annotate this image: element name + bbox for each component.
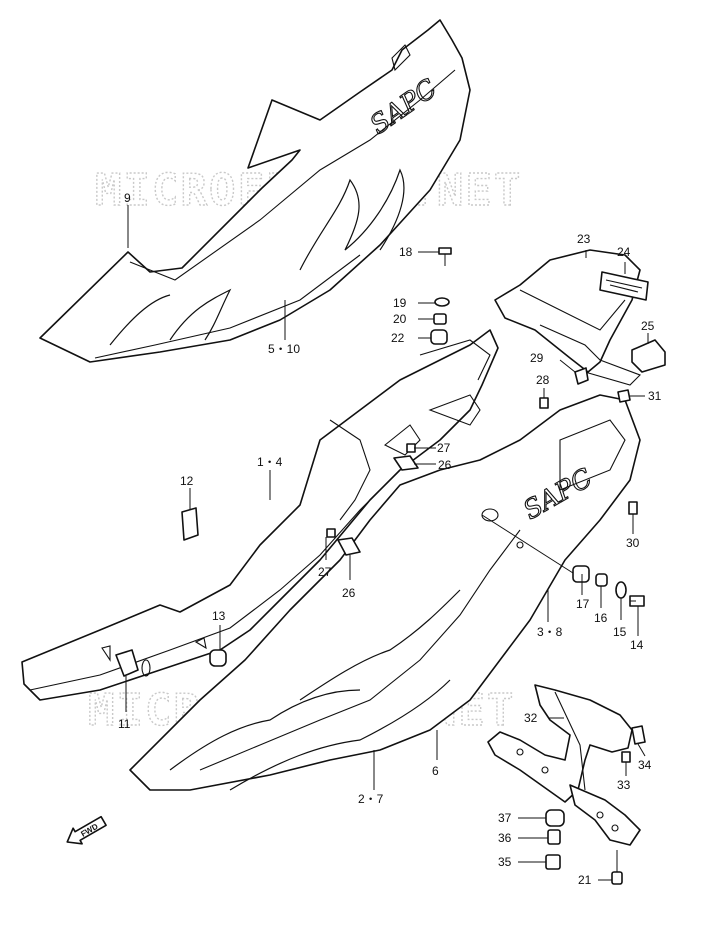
fasteners bbox=[101, 247, 646, 885]
callout-labels: 9 5・10 1・4 12 13 11 2・7 6 3・8 17 16 15 1… bbox=[118, 191, 662, 887]
callout-1-4: 1・4 bbox=[257, 455, 283, 469]
tail-cowl bbox=[494, 249, 641, 386]
leader-lines bbox=[125, 205, 649, 881]
callout-25: 25 bbox=[641, 319, 655, 333]
upper-side-cover: SAPC bbox=[39, 19, 471, 363]
callout-23: 23 bbox=[577, 232, 591, 246]
callout-12: 12 bbox=[180, 474, 194, 488]
callout-37: 37 bbox=[498, 811, 512, 825]
callout-33: 33 bbox=[617, 778, 631, 792]
callout-20: 20 bbox=[393, 312, 407, 326]
callout-2-7: 2・7 bbox=[358, 792, 384, 806]
callout-17: 17 bbox=[576, 597, 590, 611]
callout-16: 16 bbox=[594, 611, 608, 625]
callout-13: 13 bbox=[212, 609, 226, 623]
callout-36: 36 bbox=[498, 831, 512, 845]
left-lower-cover bbox=[21, 329, 499, 701]
callout-14: 14 bbox=[630, 638, 644, 652]
callout-3-8: 3・8 bbox=[537, 625, 563, 639]
callout-27-bottom: 27 bbox=[318, 565, 332, 579]
callout-15: 15 bbox=[613, 625, 627, 639]
callout-9: 9 bbox=[124, 191, 131, 205]
callout-26-bottom: 26 bbox=[342, 586, 356, 600]
callout-27-top: 27 bbox=[437, 441, 451, 455]
emblem-plate bbox=[599, 271, 649, 301]
callout-11: 11 bbox=[118, 717, 131, 731]
callout-24: 24 bbox=[617, 245, 631, 259]
right-lower-cover: SAPC bbox=[129, 394, 641, 791]
callout-29: 29 bbox=[530, 351, 544, 365]
rear-bracket bbox=[487, 684, 641, 846]
callout-31: 31 bbox=[648, 389, 662, 403]
forward-arrow: FWD bbox=[66, 815, 107, 845]
callout-6: 6 bbox=[432, 764, 439, 778]
callout-32: 32 bbox=[524, 711, 538, 725]
callout-22: 22 bbox=[391, 331, 405, 345]
rubber-block bbox=[631, 339, 666, 373]
callout-21: 21 bbox=[578, 873, 592, 887]
callout-18: 18 bbox=[399, 245, 413, 259]
callout-34: 34 bbox=[638, 758, 652, 772]
callout-26-top: 26 bbox=[438, 458, 452, 472]
callout-30: 30 bbox=[626, 536, 640, 550]
callout-35: 35 bbox=[498, 855, 512, 869]
callout-5-10: 5・10 bbox=[268, 342, 300, 356]
callout-19: 19 bbox=[393, 296, 407, 310]
callout-28: 28 bbox=[536, 373, 550, 387]
